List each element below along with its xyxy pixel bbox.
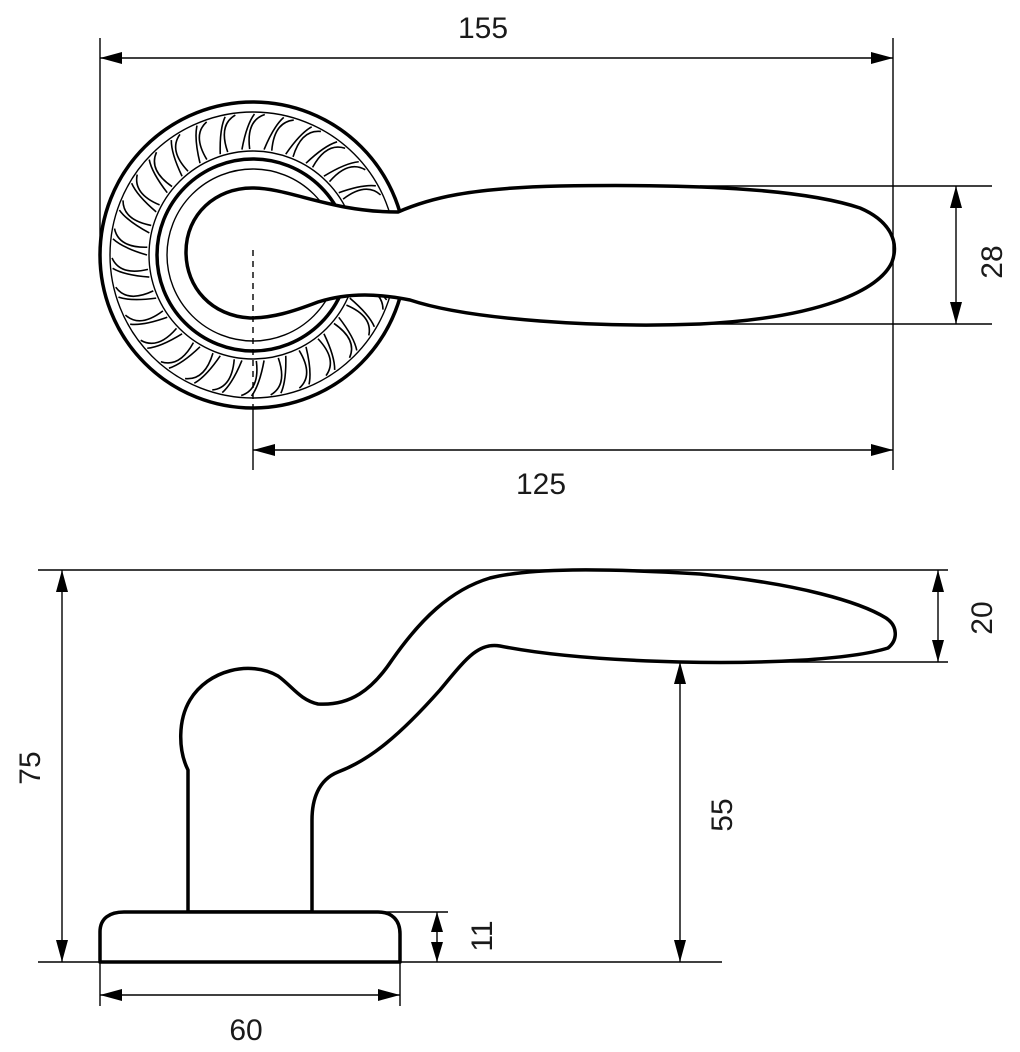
rope-twist [111,257,149,272]
rope-twist [221,360,243,394]
rope-twist [292,130,322,158]
rope-twist [115,286,154,297]
rope-twist [170,140,183,177]
rope-twist [270,357,283,396]
rope-twist [285,126,313,155]
dimension-75: 75 [14,570,68,962]
rope-twist [118,296,157,301]
dimension-155-label: 155 [458,12,508,45]
rope-twist [305,141,338,164]
rope-twist [174,133,189,172]
rope-twist [198,121,208,160]
rope-twist [122,200,152,227]
rope-twist [148,159,168,194]
rope-twist [113,228,148,249]
rope-twist [328,165,366,183]
rope-twist [305,346,311,385]
rope-twist [240,360,258,397]
rope-twist [323,333,336,370]
dimension-125: 125 [252,405,893,501]
dimension-55: 55 [674,662,739,962]
dimension-11: 11 [380,911,499,962]
dimension-55-label: 55 [706,798,739,831]
rope-twist [153,151,173,188]
rope-twist [346,304,371,336]
rose-plate-side [98,910,402,964]
rope-twist [241,113,256,150]
rope-twist [212,359,236,391]
rope-twist [323,160,359,177]
lever-side [179,568,897,914]
dimension-28: 28 [700,185,1009,325]
rope-twist [317,338,332,377]
rope-twist [130,316,168,326]
rope-twist [184,352,214,380]
dimension-20-label: 20 [966,601,999,634]
dimension-60: 60 [99,962,401,1047]
rope-twist [298,350,308,389]
rope-twist [168,346,201,369]
rope-twist [195,125,201,164]
lever-top [184,183,897,327]
rope-twist [193,355,221,384]
dimension-20: 20 [680,570,999,663]
rope-twist [263,116,285,150]
rope-twist [112,267,150,278]
rope-twist [124,310,164,322]
rope-twist [160,342,195,364]
rope-twist [219,116,226,155]
top-view: 155 125 28 [98,12,1009,501]
rope-twist [338,316,358,351]
dimension-28-label: 28 [976,245,1009,278]
rope-twist [248,113,266,150]
dimension-155: 155 [99,12,894,470]
side-view: 75 20 55 11 [14,568,999,1047]
rope-twist [147,333,183,350]
dimension-60-label: 60 [229,1014,262,1047]
rope-twist [130,182,157,213]
rope-twist [118,209,150,234]
rope-twist [311,146,346,168]
dimension-11-label: 11 [466,920,499,951]
rope-twist [140,327,178,345]
rope-twist [333,322,353,359]
rope-twist [280,355,287,394]
rope-twist [270,119,294,151]
rope-twist [338,184,376,194]
dimension-125-label: 125 [516,468,566,501]
rope-twist [223,114,236,153]
dimension-75-label: 75 [14,751,47,784]
rope-twist [135,174,160,206]
rope-twist [112,238,148,256]
rope-twist [349,297,376,328]
rope-twist [342,188,382,200]
